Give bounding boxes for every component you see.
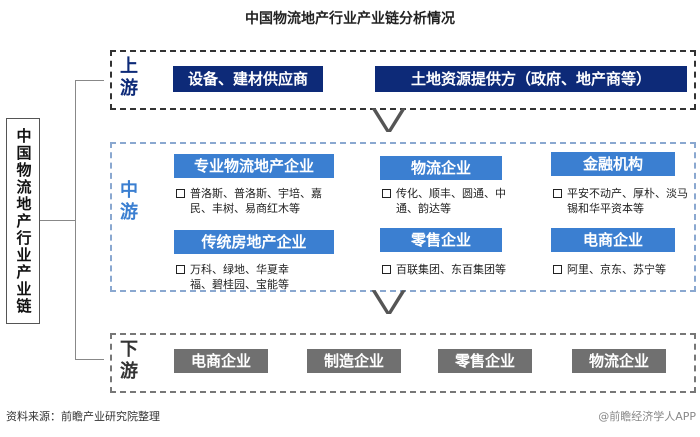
upstream-section: 上游 设备、建材供应商 土地资源提供方（政府、地产商等）: [110, 50, 696, 110]
group-desc: 传化、顺丰、圆通、中通、韵达等: [382, 186, 506, 216]
connector-line: [40, 220, 75, 221]
downstream-item: 物流企业: [572, 349, 666, 373]
page-title: 中国物流地产行业产业链分析情况: [245, 11, 455, 27]
stage-char: 下: [120, 339, 138, 360]
downstream-item: 制造企业: [307, 349, 401, 373]
stage-char: 中: [120, 180, 138, 201]
down-arrow-icon: ⋁: [371, 104, 406, 134]
upstream-item: 土地资源提供方（政府、地产商等）: [375, 66, 687, 92]
stage-char: 游: [120, 202, 138, 223]
group-title: 专业物流地产企业: [174, 154, 334, 178]
group-desc: 平安不动产、厚朴、淡马锡和华平资本等: [553, 186, 693, 216]
group-desc: 百联集团、东百集团等: [382, 262, 506, 277]
upstream-item: 设备、建材供应商: [173, 66, 323, 92]
stage-char: 上: [120, 56, 138, 77]
side-label: 中国物流地产行业产业链: [6, 118, 40, 324]
group-title: 物流企业: [380, 156, 502, 180]
down-arrow-icon: ⋁: [371, 286, 406, 316]
group-desc: 万科、绿地、华夏幸福、碧桂园、宝能等: [176, 262, 300, 292]
stage-char: 游: [120, 78, 138, 99]
midstream-section: 中游 专业物流地产企业 普洛斯、普洛斯、宇培、嘉民、丰树、易商红木等 物流企业 …: [110, 142, 696, 292]
downstream-item: 电商企业: [174, 349, 268, 373]
group-desc: 普洛斯、普洛斯、宇培、嘉民、丰树、易商红木等: [176, 186, 340, 216]
stage-label: 下游: [120, 339, 140, 383]
group-title: 电商企业: [551, 228, 675, 252]
downstream-item: 零售企业: [438, 349, 532, 373]
group-title: 传统房地产企业: [174, 230, 334, 254]
stage-label: 上游: [120, 56, 140, 100]
group-title: 金融机构: [551, 152, 675, 176]
downstream-section: 下游 电商企业 制造企业 零售企业 物流企业: [110, 333, 696, 393]
stage-label: 中游: [120, 180, 140, 224]
group-desc: 阿里、京东、苏宁等: [553, 262, 693, 277]
watermark: @前瞻经济学人APP: [598, 410, 696, 423]
group-title: 零售企业: [380, 228, 502, 252]
source-note: 资料来源：前瞻产业研究院整理: [6, 410, 160, 423]
stage-char: 游: [120, 361, 138, 382]
bracket-line: [75, 80, 104, 360]
